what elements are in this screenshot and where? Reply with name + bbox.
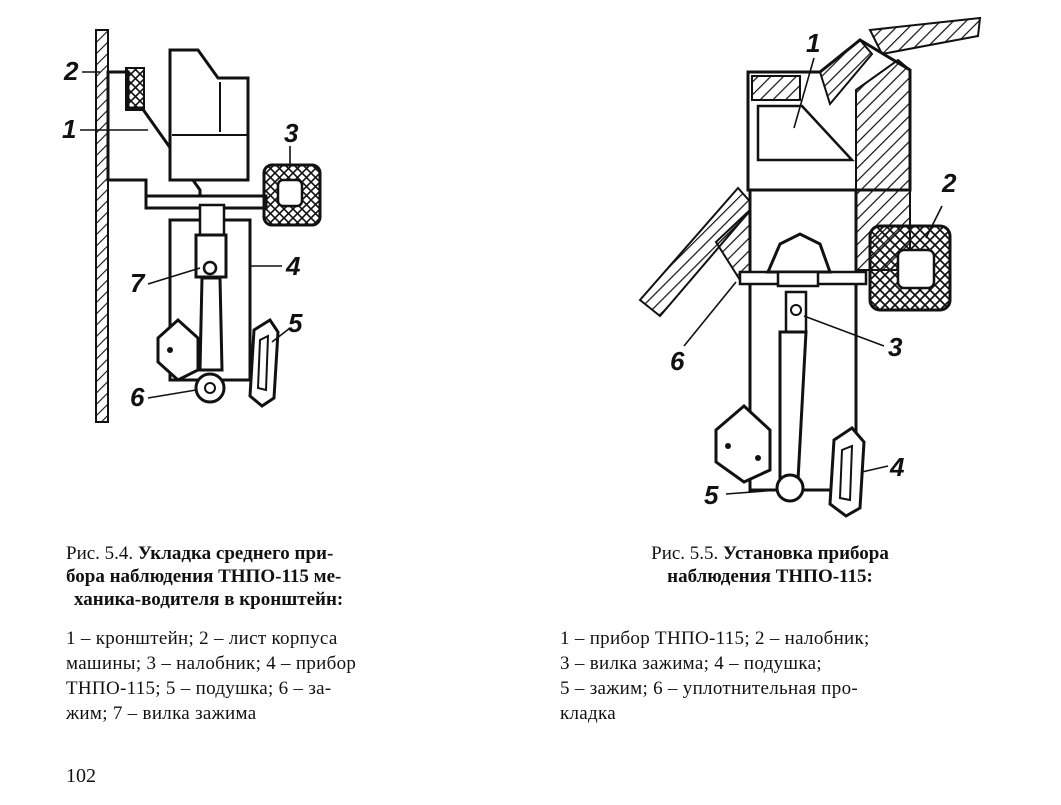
figure-5-5-drawing: 1 2 3 4 5 6 <box>620 10 1000 520</box>
callout-3: 3 <box>888 332 903 362</box>
callout-6: 6 <box>670 346 685 376</box>
callout-4: 4 <box>285 251 301 281</box>
figure-5-5-legend: 1 – прибор ТНПО-115; 2 – налобник; 3 – в… <box>560 626 980 726</box>
figure-5-5-caption: Рис. 5.5. Установка прибора наблюдения Т… <box>560 542 980 588</box>
legend-line: 1 – кронштейн; 2 – лист корпуса <box>66 628 338 649</box>
caption-title-line: Укладка среднего при- <box>137 543 334 564</box>
caption-title-line: наблюдения ТНПО-115: <box>667 566 873 587</box>
caption-title-line: Установка прибора <box>723 543 889 564</box>
callout-7: 7 <box>130 268 146 298</box>
legend-line: ТНПО-115; 5 – подушка; 6 – за- <box>66 678 332 699</box>
callout-1: 1 <box>62 114 76 144</box>
figure-5-4-drawing: 2 1 3 4 7 5 6 <box>50 20 370 440</box>
caption-prefix: Рис. 5.5. <box>651 543 719 564</box>
legend-line: 1 – прибор ТНПО-115; 2 – налобник; <box>560 628 870 649</box>
figure-5-4-caption: Рис. 5.4. Укладка среднего при- бора наб… <box>66 542 466 611</box>
legend-line: кладка <box>560 703 616 724</box>
caption-prefix: Рис. 5.4. <box>66 543 134 564</box>
callout-1: 1 <box>806 28 820 58</box>
page-number: 102 <box>66 765 96 787</box>
callout-2: 2 <box>63 56 79 86</box>
caption-title-line: ханика-водителя в кронштейн: <box>74 589 344 610</box>
callout-5: 5 <box>704 480 719 510</box>
callout-2: 2 <box>941 168 957 198</box>
legend-line: 3 – вилка зажима; 4 – подушка; <box>560 653 822 674</box>
figure-5-4-legend: 1 – кронштейн; 2 – лист корпуса машины; … <box>66 626 466 726</box>
caption-title-line: бора наблюдения ТНПО-115 ме- <box>66 566 342 587</box>
legend-line: машины; 3 – налобник; 4 – прибор <box>66 653 357 674</box>
callout-6: 6 <box>130 382 145 412</box>
legend-line: 5 – зажим; 6 – уплотнительная про- <box>560 678 858 699</box>
callout-4: 4 <box>889 452 905 482</box>
callout-5: 5 <box>288 308 303 338</box>
legend-line: жим; 7 – вилка зажима <box>66 703 257 724</box>
callout-3: 3 <box>284 118 299 148</box>
